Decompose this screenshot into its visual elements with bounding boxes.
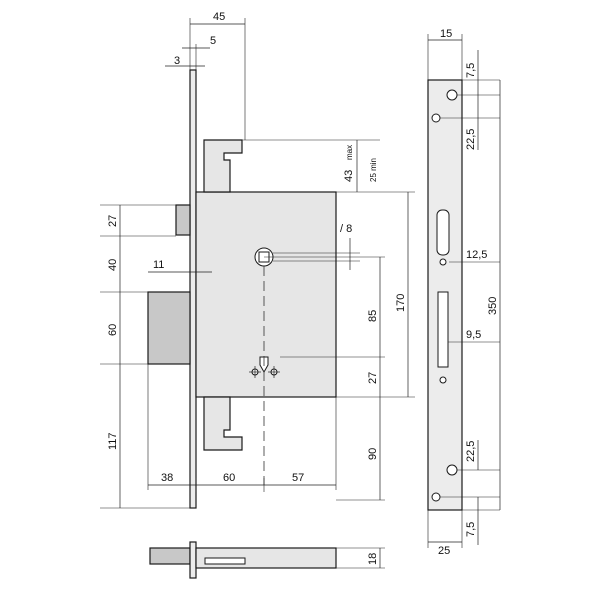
dim-plate-slot2: 9,5 (466, 329, 481, 341)
dim-handle-diam: / 8 (340, 223, 352, 235)
plate-hole-upper-icon (431, 113, 441, 123)
dim-plate-width: 15 (440, 28, 452, 40)
dim-plate-slot-width: 12,5 (466, 249, 487, 261)
dim-handle-to-key: 85 (367, 310, 379, 322)
faceplate-strip (189, 69, 197, 509)
plate-hole-mid-icon (439, 258, 447, 266)
plate-hole-lower-icon (439, 376, 447, 384)
dim-key-to-bottom: 27 (367, 372, 379, 384)
dim-top-width: 45 (213, 11, 225, 23)
plate-bolt-slot (437, 291, 449, 368)
side-faceplate (189, 541, 197, 579)
plate-hole-top-icon (446, 89, 458, 101)
dim-latch-to-handle: 40 (107, 259, 119, 271)
dim-deadbolt-height: 60 (107, 324, 119, 336)
dim-backset-left: 38 (161, 472, 173, 484)
lower-rod-connector (203, 396, 243, 451)
plate-hole-bottom-icon (446, 464, 458, 476)
dim-plate-lower-gap: 22,5 (465, 441, 477, 462)
latch-bolt (175, 204, 191, 236)
dim-below-key: 90 (367, 448, 379, 460)
side-slot (204, 557, 246, 565)
dead-bolt (147, 291, 191, 365)
dim-plate-upper-gap: 22,5 (465, 129, 477, 150)
dim-plate-bottom-width: 25 (438, 545, 450, 557)
dim-backset-mid: 60 (223, 472, 235, 484)
side-bolt (149, 547, 191, 565)
dim-side-depth: 18 (367, 553, 379, 565)
dim-backset-right: 57 (292, 472, 304, 484)
dim-plate-bottom-hole: 7,5 (465, 522, 477, 537)
dim-case-height: 170 (395, 294, 407, 312)
dim-bolt-max: max (345, 145, 354, 160)
dim-bolt-min: 25 min (369, 158, 378, 182)
dim-latch-height: 27 (107, 215, 119, 227)
plate-hole-base-icon (431, 492, 441, 502)
dim-plate-top-hole: 7,5 (465, 63, 477, 78)
dim-handle-offset: 11 (153, 259, 164, 271)
upper-rod-connector (203, 139, 243, 193)
dim-bolt-throw: 43 (343, 170, 355, 182)
dim-front-inner: 5 (210, 35, 216, 47)
dim-lower-to-bottom: 117 (107, 432, 119, 450)
plate-latch-slot (436, 209, 450, 256)
dim-plate-total: 350 (487, 297, 499, 315)
dim-front-thick: 3 (174, 55, 180, 67)
